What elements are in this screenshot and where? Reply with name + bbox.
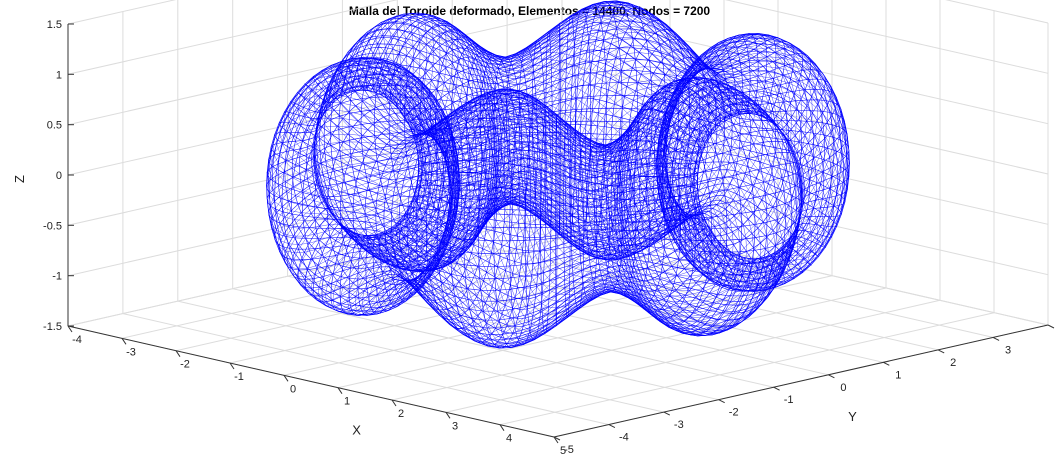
grid-line [177,300,664,413]
grid-line [121,225,617,339]
grid-line [724,0,1049,74]
y-tick-mark [718,399,725,404]
axis-ticks: -4-3-2-1012345-5-4-3-2-101234-1.5-1-0.50… [12,19,1055,455]
x-tick-mark [229,362,235,370]
torus-mesh [266,0,850,349]
y-tick-label: -4 [619,432,629,444]
grid-line [391,287,887,401]
grid-line [945,0,1049,24]
y-tick-label: -1 [784,394,794,406]
y-tick-mark [1047,324,1055,329]
y-tick-mark [553,436,561,441]
z-axis-label: Z [12,175,27,183]
x-tick-label: 3 [452,420,458,432]
y-tick-label: 2 [950,357,956,369]
x-tick-label: 2 [398,408,404,420]
x-tick-mark [337,387,343,394]
grid-line [67,213,563,327]
x-axis-label: X [352,422,361,437]
x-tick-mark [499,424,505,431]
x-tick-label: 1 [344,396,350,408]
y-tick-mark [937,349,945,354]
grid-line [67,12,563,126]
grid-line [445,299,941,413]
grid-line [561,163,1049,276]
x-tick-label: -3 [126,346,136,358]
mesh-meridian [313,85,424,237]
grid-line [175,238,671,352]
x-tick-label: -4 [72,334,82,346]
x-tick-label: -2 [180,359,190,371]
grid-line [67,0,177,25]
y-axis-line [553,324,1049,438]
z-tick-label: 1 [56,69,62,81]
z-tick-label: -0.5 [43,220,62,232]
y-tick-label: 3 [1005,344,1011,356]
z-tick-label: -1.5 [43,321,62,333]
y-tick-mark [773,386,780,391]
z-tick-label: 0 [56,170,62,182]
grid-line [229,250,725,364]
x-tick-label: 4 [506,433,512,445]
x-tick-mark [391,399,397,407]
grid-line [499,312,995,426]
grid-line [67,62,563,176]
x-tick-mark [445,412,451,419]
y-tick-label: -2 [729,407,739,419]
y-tick-label: 0 [840,382,846,394]
y-tick-label: -5 [564,444,574,455]
z-tick-label: 1.5 [47,19,62,31]
grid-line [232,288,719,401]
y-tick-mark [663,411,671,416]
grid-line [122,313,610,426]
x-tick-label: -1 [234,371,244,383]
x-tick-mark [283,375,289,382]
y-tick-mark [608,424,616,429]
y-tick-mark [828,374,835,379]
y-tick-label: 1 [895,369,901,381]
grid-line [337,275,833,389]
y-tick-mark [992,336,1000,341]
z-tick-label: 0.5 [47,120,62,132]
y-tick-mark [883,361,890,366]
grid-line [67,0,398,75]
y-tick-label: -3 [674,419,684,431]
x-tick-mark [121,338,127,345]
grid-line [397,250,884,363]
mesh-diagonals [266,0,850,349]
x-tick-mark [553,436,559,444]
x-tick-mark [175,350,181,357]
y-axis-label: Y [848,409,857,424]
x-tick-label: 0 [290,383,296,395]
x-axis-line [67,325,555,438]
x-tick-label: 5 [560,445,566,455]
x-tick-mark [67,325,73,333]
z-tick-label: -1 [52,271,62,283]
